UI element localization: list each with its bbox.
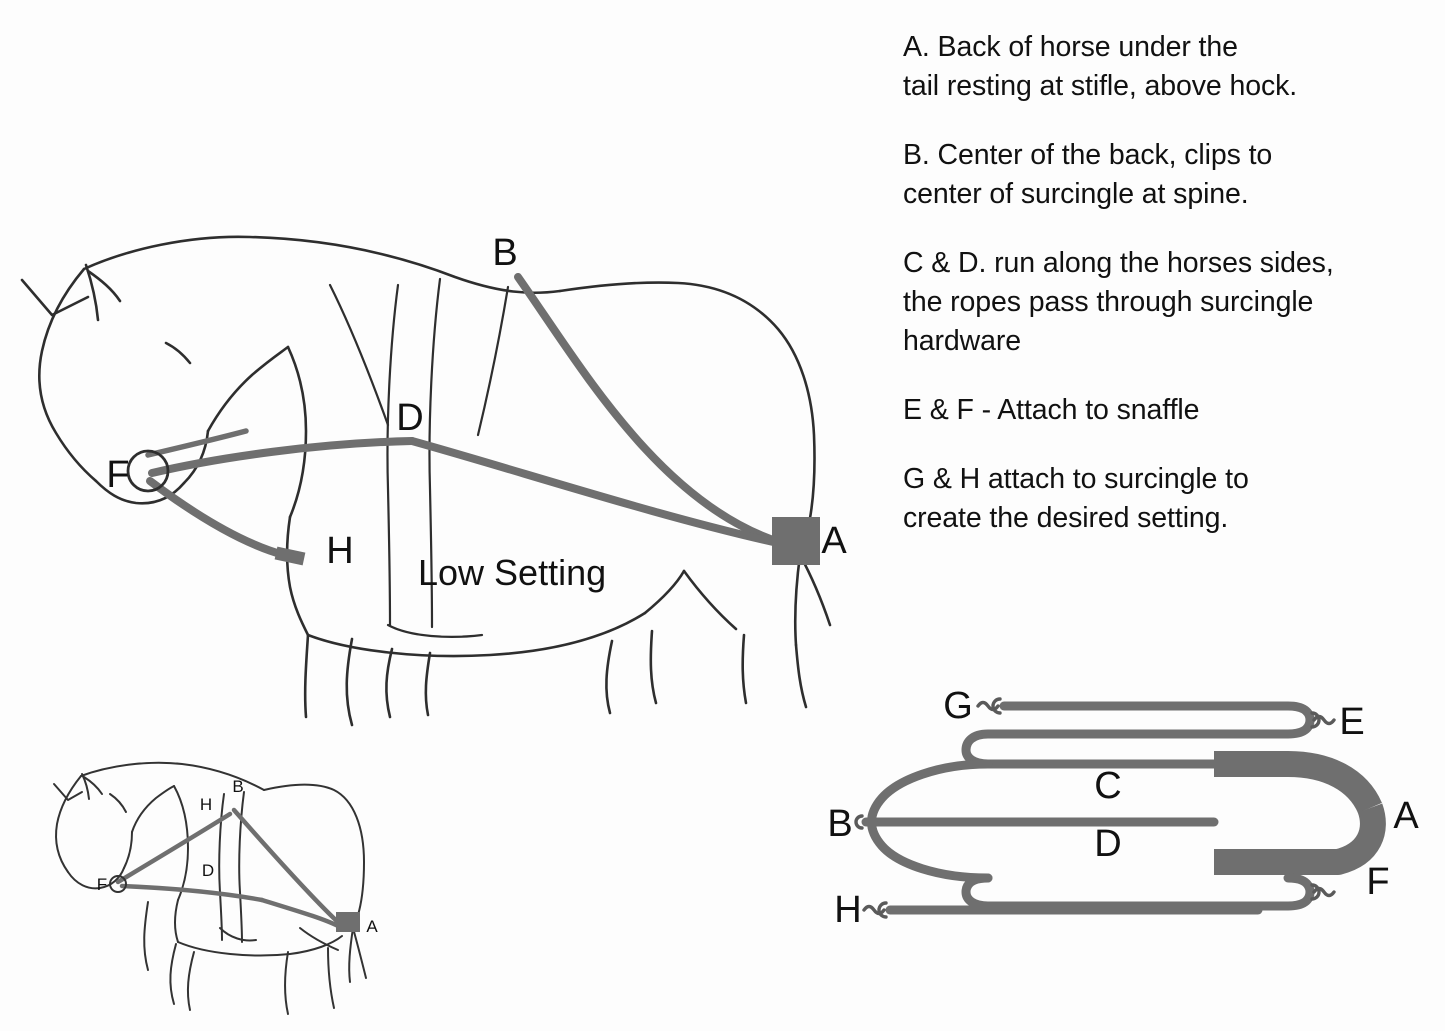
surcingle-wither-pad-rear (476, 285, 510, 437)
rope-label-f: F (1366, 861, 1389, 903)
mini-cheek-mark (109, 793, 127, 813)
instruction-list: A. Back of horse under the tail resting … (903, 28, 1443, 538)
rope-label-d: D (1094, 823, 1121, 865)
mini-label-d: D (202, 861, 214, 880)
label-d: D (396, 397, 423, 439)
label-b: B (492, 232, 517, 274)
horse-neck-topline (82, 235, 562, 295)
mini-back-croup (263, 783, 365, 929)
rope-f-to-d (148, 437, 416, 477)
instruction-item-a: A. Back of horse under the tail resting … (903, 31, 1298, 102)
horse-hindleg-front (605, 639, 614, 715)
mini-belly (177, 935, 343, 957)
rope-label-c: C (1094, 765, 1121, 807)
mini-surcingle-girth (219, 927, 257, 942)
rope-h-end-pad (274, 546, 306, 566)
horse-back-croup (558, 281, 816, 557)
mini-shoulder-line (173, 785, 189, 901)
horse-hindleg-rear-back (794, 643, 808, 709)
horse-cheek-mark (164, 341, 192, 365)
horse-ear-left (20, 278, 90, 317)
rope-label-b: B (827, 803, 852, 845)
rope-cheek-piece (145, 428, 249, 458)
rope-label-a: A (1393, 795, 1419, 837)
rope-b-to-a (514, 273, 786, 547)
horse-shoulder-line (286, 345, 308, 519)
mini-snaffle-ring-f (109, 875, 127, 893)
mini-label-b: B (232, 777, 243, 796)
instruction-item-cd: C & D. run along the horses sides, the r… (903, 247, 1334, 357)
clip-e-icon (1310, 711, 1336, 729)
clip-g-icon (976, 697, 1002, 715)
rope-pad-upper (1214, 751, 1382, 814)
clip-h-icon (862, 901, 888, 919)
mini-rope-b-to-a (231, 807, 343, 927)
mini-rope-d-to-a (259, 897, 341, 929)
mini-face-front (55, 775, 82, 873)
mini-label-a: A (366, 917, 378, 936)
rope-strand-g-to-c (961, 701, 1315, 769)
horse-hindleg-mid (649, 629, 658, 705)
horse-foreleg-second-front (385, 647, 394, 719)
rope-layout-diagram: G E B C D A H F (827, 685, 1419, 931)
mini-horse-diagram: B H D F A (53, 761, 378, 1015)
snaffle-ring-f (126, 449, 170, 493)
mini-foreleg-second (186, 951, 195, 1011)
horse-foreleg-second-rear (424, 651, 432, 717)
mini-ear-left (53, 783, 83, 801)
horse-flank (643, 569, 686, 615)
mini-attachment-block-a (336, 912, 360, 932)
mini-jaw (123, 831, 133, 869)
clip-f-icon (1310, 883, 1336, 901)
attachment-block-a (772, 517, 820, 565)
mini-hindleg-rear (327, 947, 335, 1009)
mini-ear-right (83, 776, 103, 795)
horse-stifle-line (682, 569, 738, 631)
horse-hindquarter-rear (793, 553, 802, 647)
horse-foreleg-front (303, 633, 310, 719)
mini-hindleg-front (284, 951, 289, 1015)
rope-label-e: E (1339, 701, 1364, 743)
surcingle-girth-lower (386, 623, 484, 638)
horse-belly (306, 611, 647, 658)
mini-throat (131, 785, 175, 833)
rope-d-to-a (408, 437, 782, 547)
surcingle-rear-strap (428, 277, 442, 629)
mini-topline (80, 761, 265, 791)
mini-rope-f-to-d (119, 883, 265, 903)
setting-note: Low Setting (418, 552, 606, 593)
label-f: F (106, 454, 129, 496)
rope-label-h: H (834, 889, 861, 931)
horse-foreleg-rear (345, 637, 354, 727)
mini-hindquarter-rear (348, 927, 354, 983)
rope-pad-lower (1214, 803, 1386, 875)
mini-chest (174, 899, 179, 943)
surcingle-front-strap (386, 283, 400, 627)
horse-chest (285, 515, 310, 637)
mini-stifle-line (299, 927, 339, 951)
label-h: H (326, 530, 353, 572)
horse-forelock (84, 263, 100, 322)
mini-rope-f-to-h (115, 811, 233, 885)
mini-label-f: F (97, 875, 107, 894)
mini-foreleg-front (143, 901, 149, 971)
horse-ear-right (86, 269, 122, 303)
horse-hindleg-rear-front (741, 633, 748, 705)
horse-face-front (38, 267, 98, 483)
rope-f-to-h (146, 477, 288, 559)
surcingle-wither-pad-front (328, 283, 390, 427)
mini-tail (352, 927, 367, 979)
instruction-item-b: B. Center of the back, clips to center o… (903, 139, 1273, 210)
mini-label-h: H (200, 795, 212, 814)
main-horse-diagram: B D F H A Low Setting (20, 232, 847, 727)
instruction-item-gh: G & H attach to surcingle to create the … (903, 463, 1249, 534)
rope-label-g: G (943, 685, 973, 727)
horse-throat (206, 345, 290, 433)
horse-tail (798, 553, 832, 627)
instruction-item-ef: E & F - Attach to snaffle (903, 394, 1200, 426)
mini-foreleg-rear (169, 943, 177, 1005)
rope-strand-lower-f (961, 873, 1315, 911)
label-a: A (821, 520, 847, 562)
clip-b-icon (854, 814, 864, 830)
